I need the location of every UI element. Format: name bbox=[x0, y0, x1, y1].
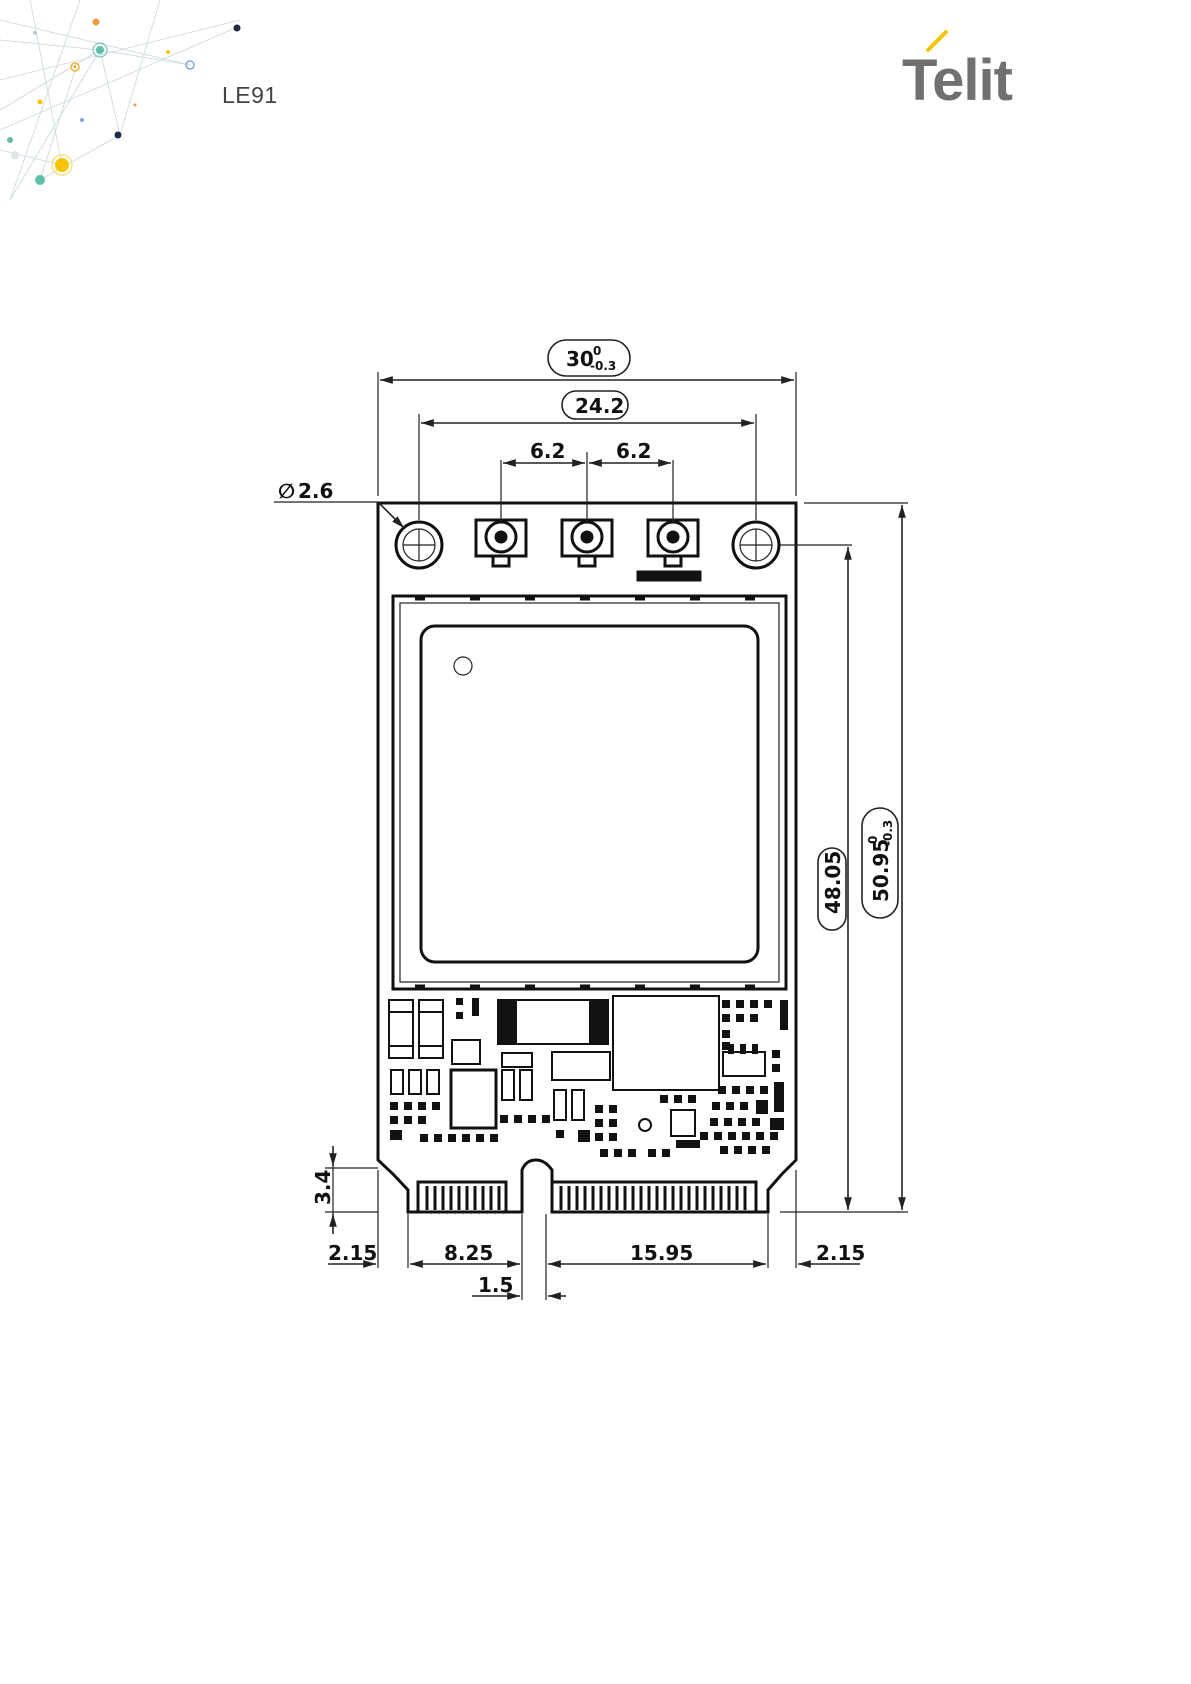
key-width-value: 1.5 bbox=[478, 1273, 513, 1297]
dimension-connector-pitch: 6.2 6.2 bbox=[501, 439, 673, 522]
connector-pitch-left-value: 6.2 bbox=[530, 439, 565, 463]
mounting-hole-right bbox=[733, 522, 779, 568]
right-contacts-value: 15.95 bbox=[630, 1241, 693, 1265]
mounting-hole-left bbox=[396, 522, 442, 568]
dimension-hole-to-edge: 48.05 bbox=[780, 545, 852, 1210]
connector-pitch-right-value: 6.2 bbox=[616, 439, 651, 463]
antenna-connector-3 bbox=[638, 520, 700, 580]
notch-depth-value: 3.4 bbox=[311, 1170, 335, 1205]
antenna-connector-2 bbox=[562, 520, 612, 566]
hole-to-edge-value: 48.05 bbox=[821, 851, 845, 914]
diameter-symbol: ∅ bbox=[278, 479, 295, 503]
width-tolerance-lower: -0.3 bbox=[590, 359, 616, 373]
left-margin-value: 2.15 bbox=[328, 1241, 377, 1265]
antenna-connector-1 bbox=[476, 520, 526, 566]
right-margin-value: 2.15 bbox=[816, 1241, 865, 1265]
pcb-components bbox=[389, 996, 765, 1136]
length-value: 50.95 bbox=[869, 839, 893, 902]
edge-contacts-left bbox=[418, 1182, 506, 1212]
dimension-notch-depth: 3.4 bbox=[311, 1146, 378, 1234]
left-contacts-value: 8.25 bbox=[444, 1241, 493, 1265]
shield-can bbox=[393, 596, 786, 989]
length-tolerance-lower: -0.3 bbox=[881, 820, 895, 846]
length-tolerance-upper: 0 bbox=[866, 836, 880, 844]
hole-spacing-value: 24.2 bbox=[575, 394, 624, 418]
width-tolerance-upper: 0 bbox=[593, 344, 601, 358]
hole-diameter-value: 2.6 bbox=[298, 479, 333, 503]
edge-contacts-right bbox=[552, 1182, 756, 1212]
